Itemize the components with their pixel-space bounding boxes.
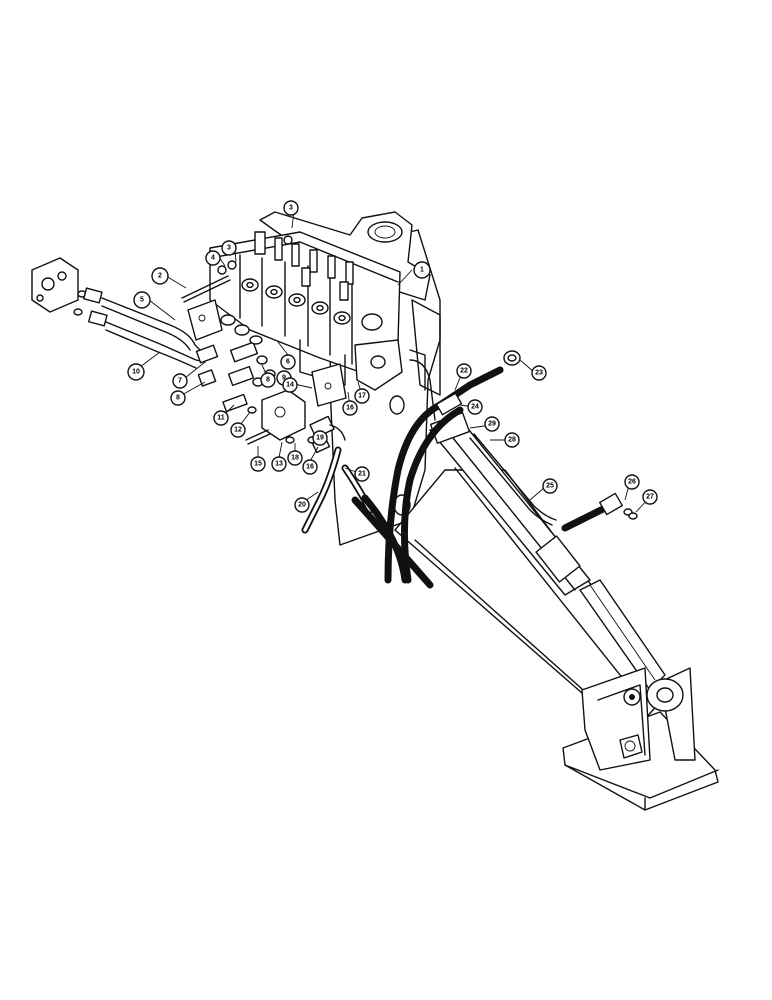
- svg-text:16: 16: [306, 464, 314, 471]
- svg-text:21: 21: [358, 471, 366, 478]
- svg-text:20: 20: [298, 502, 306, 509]
- svg-text:28: 28: [508, 437, 516, 444]
- svg-text:3: 3: [289, 205, 293, 212]
- svg-text:15: 15: [254, 461, 262, 468]
- callout-16: 16: [342, 400, 358, 416]
- svg-text:24: 24: [471, 404, 479, 411]
- callout-6: 6: [280, 354, 296, 370]
- callout-19: 19: [312, 430, 328, 446]
- fittings-and-tubes: [31, 235, 347, 454]
- callout-21: 21: [354, 466, 370, 482]
- svg-text:4: 4: [211, 255, 215, 262]
- callout-29: 29: [484, 416, 500, 432]
- callout-3: 3: [221, 240, 237, 256]
- svg-text:11: 11: [217, 415, 225, 422]
- callout-20: 20: [294, 497, 310, 513]
- callout-27: 27: [642, 489, 658, 505]
- svg-text:8: 8: [176, 395, 180, 402]
- callout-24: 24: [467, 399, 483, 415]
- svg-text:6: 6: [286, 359, 290, 366]
- callout-17: 17: [354, 388, 370, 404]
- callout-8: 8: [260, 372, 276, 388]
- callout-22: 22: [456, 363, 472, 379]
- callout-group: 1 2 3 3 4 5 6 7 8 8 9 10 11 12 13 14 15 …: [127, 200, 658, 513]
- callout-23: 23: [531, 365, 547, 381]
- svg-text:3: 3: [227, 245, 231, 252]
- callout-10: 10: [127, 363, 145, 381]
- svg-text:19: 19: [316, 435, 324, 442]
- svg-text:16: 16: [346, 405, 354, 412]
- svg-text:17: 17: [358, 393, 366, 400]
- callout-28: 28: [504, 432, 520, 448]
- callout-25: 25: [542, 478, 558, 494]
- callout-12: 12: [230, 422, 246, 438]
- svg-text:1: 1: [420, 267, 424, 274]
- svg-text:12: 12: [234, 427, 242, 434]
- hydraulic-hoses: [301, 350, 638, 589]
- callout-11: 11: [213, 410, 229, 426]
- svg-text:5: 5: [140, 297, 144, 304]
- callout-4: 4: [205, 250, 221, 266]
- svg-text:2: 2: [158, 273, 162, 280]
- callout-1: 1: [413, 261, 431, 279]
- callout-7: 7: [172, 373, 188, 389]
- svg-text:29: 29: [488, 421, 496, 428]
- svg-text:22: 22: [460, 368, 468, 375]
- svg-text:13: 13: [275, 461, 283, 468]
- svg-text:25: 25: [546, 483, 554, 490]
- callout-2: 2: [151, 267, 169, 285]
- leader-lines: [135, 210, 650, 513]
- stabilizer-cylinder: [429, 412, 666, 691]
- svg-text:9: 9: [282, 375, 286, 382]
- callout-18: 18: [287, 450, 303, 466]
- callout-15: 15: [250, 456, 266, 472]
- svg-text:14: 14: [286, 382, 294, 389]
- svg-text:10: 10: [132, 369, 140, 376]
- callout-26: 26: [624, 474, 640, 490]
- svg-text:27: 27: [646, 494, 654, 501]
- svg-text:18: 18: [291, 455, 299, 462]
- callout-3-top: 3: [283, 200, 299, 216]
- callout-16b: 16: [302, 459, 318, 475]
- callout-14: 14: [282, 377, 298, 393]
- svg-text:8: 8: [266, 377, 270, 384]
- callout-13: 13: [271, 456, 287, 472]
- callout-5: 5: [133, 291, 151, 309]
- svg-text:23: 23: [535, 370, 543, 377]
- control-valve-bank: [209, 231, 403, 391]
- stabilizer-pad: [562, 667, 719, 811]
- callout-8-left: 8: [170, 390, 186, 406]
- svg-text:26: 26: [628, 479, 636, 486]
- svg-text:7: 7: [178, 378, 182, 385]
